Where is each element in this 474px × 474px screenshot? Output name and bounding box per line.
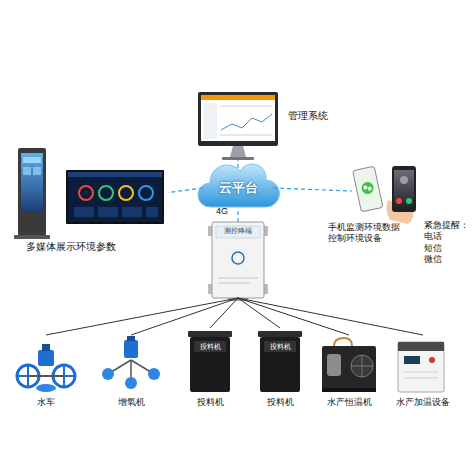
mobile-phones: 手机监测环境数据 控制环境设备紧急提醒： 电话 短信 微信 bbox=[352, 165, 422, 217]
device-box: 投料机投料机 bbox=[258, 328, 302, 413]
controller-box bbox=[208, 222, 268, 301]
node-text: 投料机 bbox=[258, 343, 302, 352]
kiosk-icon bbox=[14, 148, 50, 239]
node-text: 紧急提醒： 电话 短信 微信 bbox=[424, 220, 470, 265]
cloud-platform: 云平台 bbox=[203, 168, 273, 208]
node-text: 增氧机 bbox=[96, 397, 166, 408]
node-text: 投料机 bbox=[182, 397, 238, 408]
node-text: 手机监测环境数据 控制环境设备 bbox=[328, 222, 404, 245]
heater-icon bbox=[398, 342, 444, 392]
wire-line bbox=[238, 298, 423, 335]
node-text: 水车 bbox=[11, 397, 81, 408]
node-text: 多媒体展示环境参数 bbox=[26, 241, 166, 254]
device-box: 水车 bbox=[15, 335, 77, 413]
dashed-link bbox=[237, 208, 238, 222]
node-text: 投料机 bbox=[188, 343, 232, 352]
device-box: 水产恒温机 bbox=[318, 335, 380, 413]
device-box: 增氧机 bbox=[100, 335, 162, 413]
node-text: 云平台 bbox=[203, 180, 273, 196]
display-screens: 多媒体展示环境参数 bbox=[12, 145, 168, 240]
paddlewheel-icon bbox=[17, 344, 75, 392]
monitor-icon bbox=[198, 92, 278, 160]
node-text: 水产恒温机 bbox=[314, 397, 384, 408]
device-box: 水产加温设备 bbox=[392, 335, 454, 413]
feeder-icon bbox=[188, 331, 232, 392]
node-text: 管理系统 bbox=[288, 110, 348, 123]
dashed-link bbox=[237, 160, 238, 168]
node-text: 测控终端 bbox=[212, 227, 264, 236]
management-monitor: 管理系统 bbox=[198, 90, 278, 160]
wire-line bbox=[210, 298, 238, 328]
aerator-icon bbox=[102, 336, 160, 389]
edge-label: 4G bbox=[216, 206, 228, 217]
node-text: 投料机 bbox=[252, 397, 308, 408]
wire-line bbox=[46, 298, 238, 335]
device-box: 投料机投料机 bbox=[188, 328, 232, 413]
chiller-icon bbox=[322, 338, 376, 392]
dashboard-screen bbox=[66, 170, 164, 224]
cloud-icon bbox=[198, 164, 280, 207]
wire-line bbox=[131, 298, 238, 335]
phone-icons bbox=[353, 166, 416, 224]
dashed-link bbox=[273, 188, 352, 191]
controller-box: 测控终端 bbox=[212, 222, 264, 298]
node-text: 水产加温设备 bbox=[386, 397, 460, 408]
feeder-icon bbox=[258, 331, 302, 392]
dashed-link bbox=[168, 188, 203, 193]
